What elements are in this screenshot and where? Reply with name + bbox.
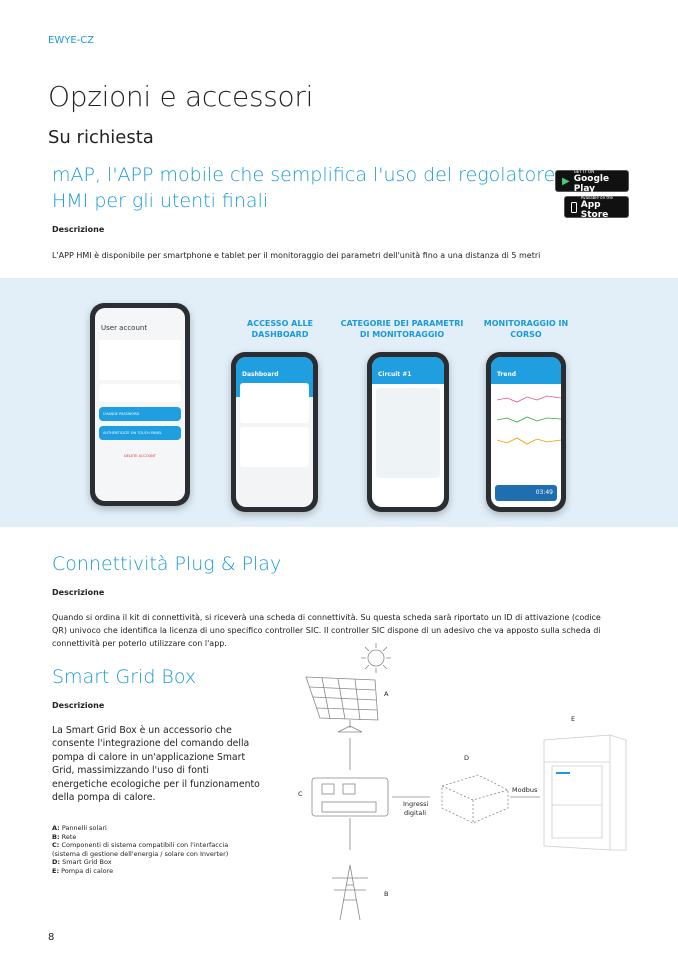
link-label: digitali (404, 809, 426, 817)
screen-title: Circuit #1 (372, 357, 444, 384)
plug-description: Quando si ordina il kit di connettività,… (52, 613, 601, 648)
legend-key: B: (52, 832, 60, 841)
smart-grid-box-icon (441, 774, 509, 824)
diagram-legend: A: Pannelli solari B: Rete C: Componenti… (52, 824, 242, 876)
legend-text: Rete (59, 832, 77, 841)
solar-panel-icon (305, 676, 379, 733)
label-b: B (384, 890, 388, 898)
desc-label: Descrizione (52, 701, 105, 710)
play-icon: ▶ (562, 175, 570, 187)
badge-small: GET IT ON (573, 168, 595, 174)
legend-text: Componenti di sistema compatibili con l'… (52, 841, 229, 858)
legend-key: E: (52, 866, 60, 875)
legend-item: D: Smart Grid Box (52, 858, 242, 867)
badge-big: Google Play (573, 173, 610, 194)
desc-label: Descrizione (52, 225, 105, 234)
model-code: EWYE-CZ (48, 35, 95, 46)
legend-item: A: Pannelli solari (52, 824, 242, 833)
app-description: L'APP HMI è disponibile per smartphone e… (52, 251, 541, 260)
phone-trend: Trend 03:49 (486, 352, 566, 512)
page-subtitle: Su richiesta (48, 127, 154, 148)
heading-line: mAP, l'APP mobile che semplifica l'uso d… (52, 164, 556, 186)
legend-item: B: Rete (52, 833, 242, 842)
label-e: E (571, 715, 575, 723)
page-title: Opzioni e accessori (48, 80, 314, 113)
legend-text: Pompa di calore (59, 866, 114, 875)
legend-text: Smart Grid Box (60, 858, 112, 867)
grid-description: La Smart Grid Box è un accessorio che co… (52, 725, 260, 804)
plug-heading: Connettività Plug & Play (52, 553, 282, 575)
brand-logo (556, 772, 570, 774)
screen-label: CATEGORIE DEI PARAMETRI DI MONITORAGGIO (340, 319, 464, 339)
badge-big: App Store (580, 199, 609, 220)
screen-label: MONITORAGGIO IN CORSO (483, 319, 569, 339)
link-label: Modbus (512, 786, 538, 794)
label-c: C (298, 790, 303, 798)
grid-heading: Smart Grid Box (52, 666, 197, 688)
legend-item: C: Componenti di sistema compatibili con… (52, 841, 242, 858)
heading-line: HMI per gli utenti finali (52, 190, 269, 212)
desc-label: Descrizione (52, 588, 105, 597)
page-number: 8 (48, 932, 55, 943)
change-password-button: CHANGE PASSWORD (99, 407, 181, 421)
screen-title: User account (101, 324, 148, 332)
link-label: Ingressi (403, 800, 428, 808)
screen-label: ACCESSO ALLE DASHBOARD (247, 319, 313, 339)
inverter-icon (311, 777, 389, 817)
phone-icon (571, 201, 577, 213)
legend-key: C: (52, 841, 60, 850)
phone-dashboard: Dashboard (231, 352, 318, 512)
trend-chart (496, 395, 561, 445)
screen-title: Trend (491, 357, 561, 384)
sun-icon (361, 643, 391, 673)
legend-key: D: (52, 858, 60, 867)
phone-user-account: User account CHANGE PASSWORD AUTHENTICAT… (90, 303, 190, 506)
legend-key: A: (52, 824, 60, 832)
delete-account: DELETE ACCOUNT (124, 454, 156, 458)
badge-small: Available on the (580, 194, 613, 200)
label-a: A (384, 690, 389, 698)
authenticate-button: AUTHENTICATE ON TOUCH PANEL (99, 426, 181, 440)
phone-parameters: Circuit #1 (367, 352, 449, 512)
legend-item: E: Pompa di calore (52, 867, 242, 876)
heat-pump-icon (543, 734, 627, 851)
smart-grid-diagram: A B C D E Ingressi digitali Modbus (298, 643, 627, 921)
time-readout: 03:49 (495, 485, 557, 501)
grid-pylon-icon (332, 864, 368, 921)
app-section-heading: mAP, l'APP mobile che semplifica l'uso d… (52, 162, 555, 214)
label-d: D (464, 754, 469, 762)
legend-text: Pannelli solari (59, 824, 107, 832)
